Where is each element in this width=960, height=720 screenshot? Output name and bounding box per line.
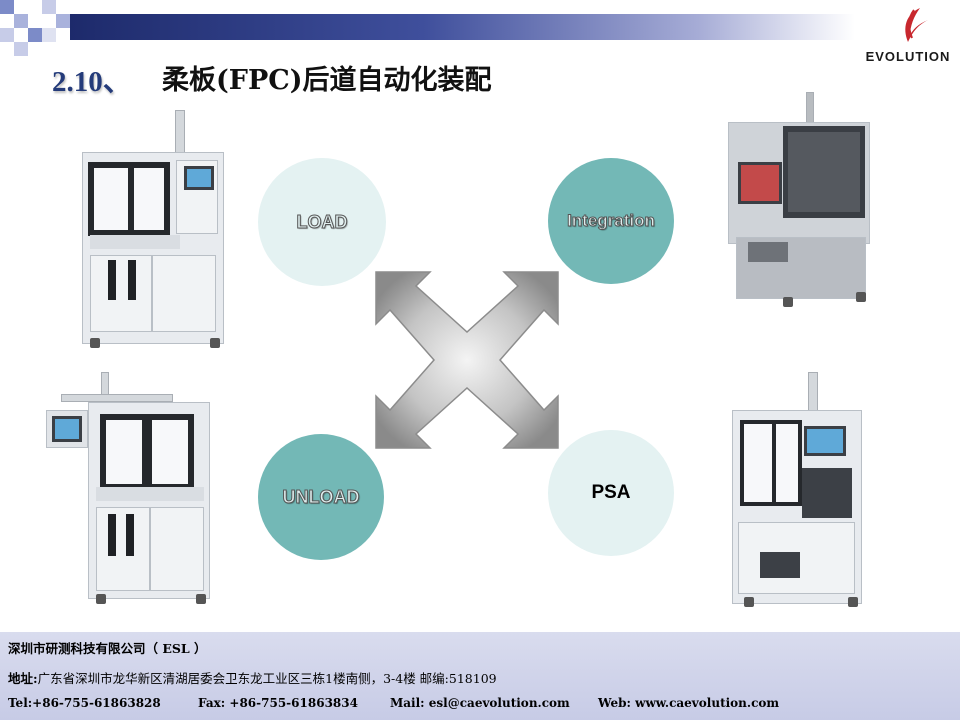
- integration-circle: Integration: [548, 158, 674, 284]
- psa-label: PSA: [591, 482, 631, 503]
- footer-address-text: 广东省深圳市龙华新区清湖居委会卫东龙工业区三栋1楼南侧，3-4楼 邮编:5181…: [37, 671, 497, 686]
- load-label: LOAD: [296, 211, 348, 232]
- section-number: 2.10、: [52, 66, 132, 98]
- page-title: 柔板(FPC)后道自动化装配: [162, 65, 492, 96]
- evolution-logo: EVOLUTION: [858, 4, 958, 64]
- footer-web: Web: www.caevolution.com: [598, 696, 780, 710]
- footer: 深圳市研测科技有限公司（ ESL ） 地址:广东省深圳市龙华新区清湖居委会卫东龙…: [0, 632, 960, 720]
- footer-fax: Fax: +86-755-61863834: [198, 696, 358, 710]
- footer-address-label: 地址:: [8, 671, 38, 686]
- machine-load-image: [80, 110, 240, 350]
- integration-label: Integration: [567, 211, 656, 231]
- unload-label: UNLOAD: [282, 486, 360, 507]
- logo-mark-icon: [905, 8, 928, 42]
- machine-psa-image: [730, 372, 870, 607]
- psa-circle: PSA: [548, 430, 674, 556]
- footer-tel: Tel:+86-755-61863828: [8, 696, 161, 710]
- decorative-squares: [0, 0, 80, 60]
- footer-mail: Mail: esl@caevolution.com: [390, 696, 570, 710]
- footer-address: 地址:广东省深圳市龙华新区清湖居委会卫东龙工业区三栋1楼南侧，3-4楼 邮编:5…: [8, 668, 497, 687]
- footer-contact: Tel:+86-755-61863828 Fax: +86-755-618638…: [8, 696, 958, 712]
- unload-circle: UNLOAD: [258, 434, 384, 560]
- logo-text: EVOLUTION: [865, 49, 951, 64]
- machine-unload-image: [46, 372, 216, 607]
- four-way-arrow-icon: [375, 271, 559, 449]
- machine-integration-image: [728, 92, 888, 317]
- load-circle: LOAD: [258, 158, 386, 286]
- footer-company: 深圳市研测科技有限公司（ ESL ）: [8, 641, 207, 656]
- header-bar: [70, 14, 855, 40]
